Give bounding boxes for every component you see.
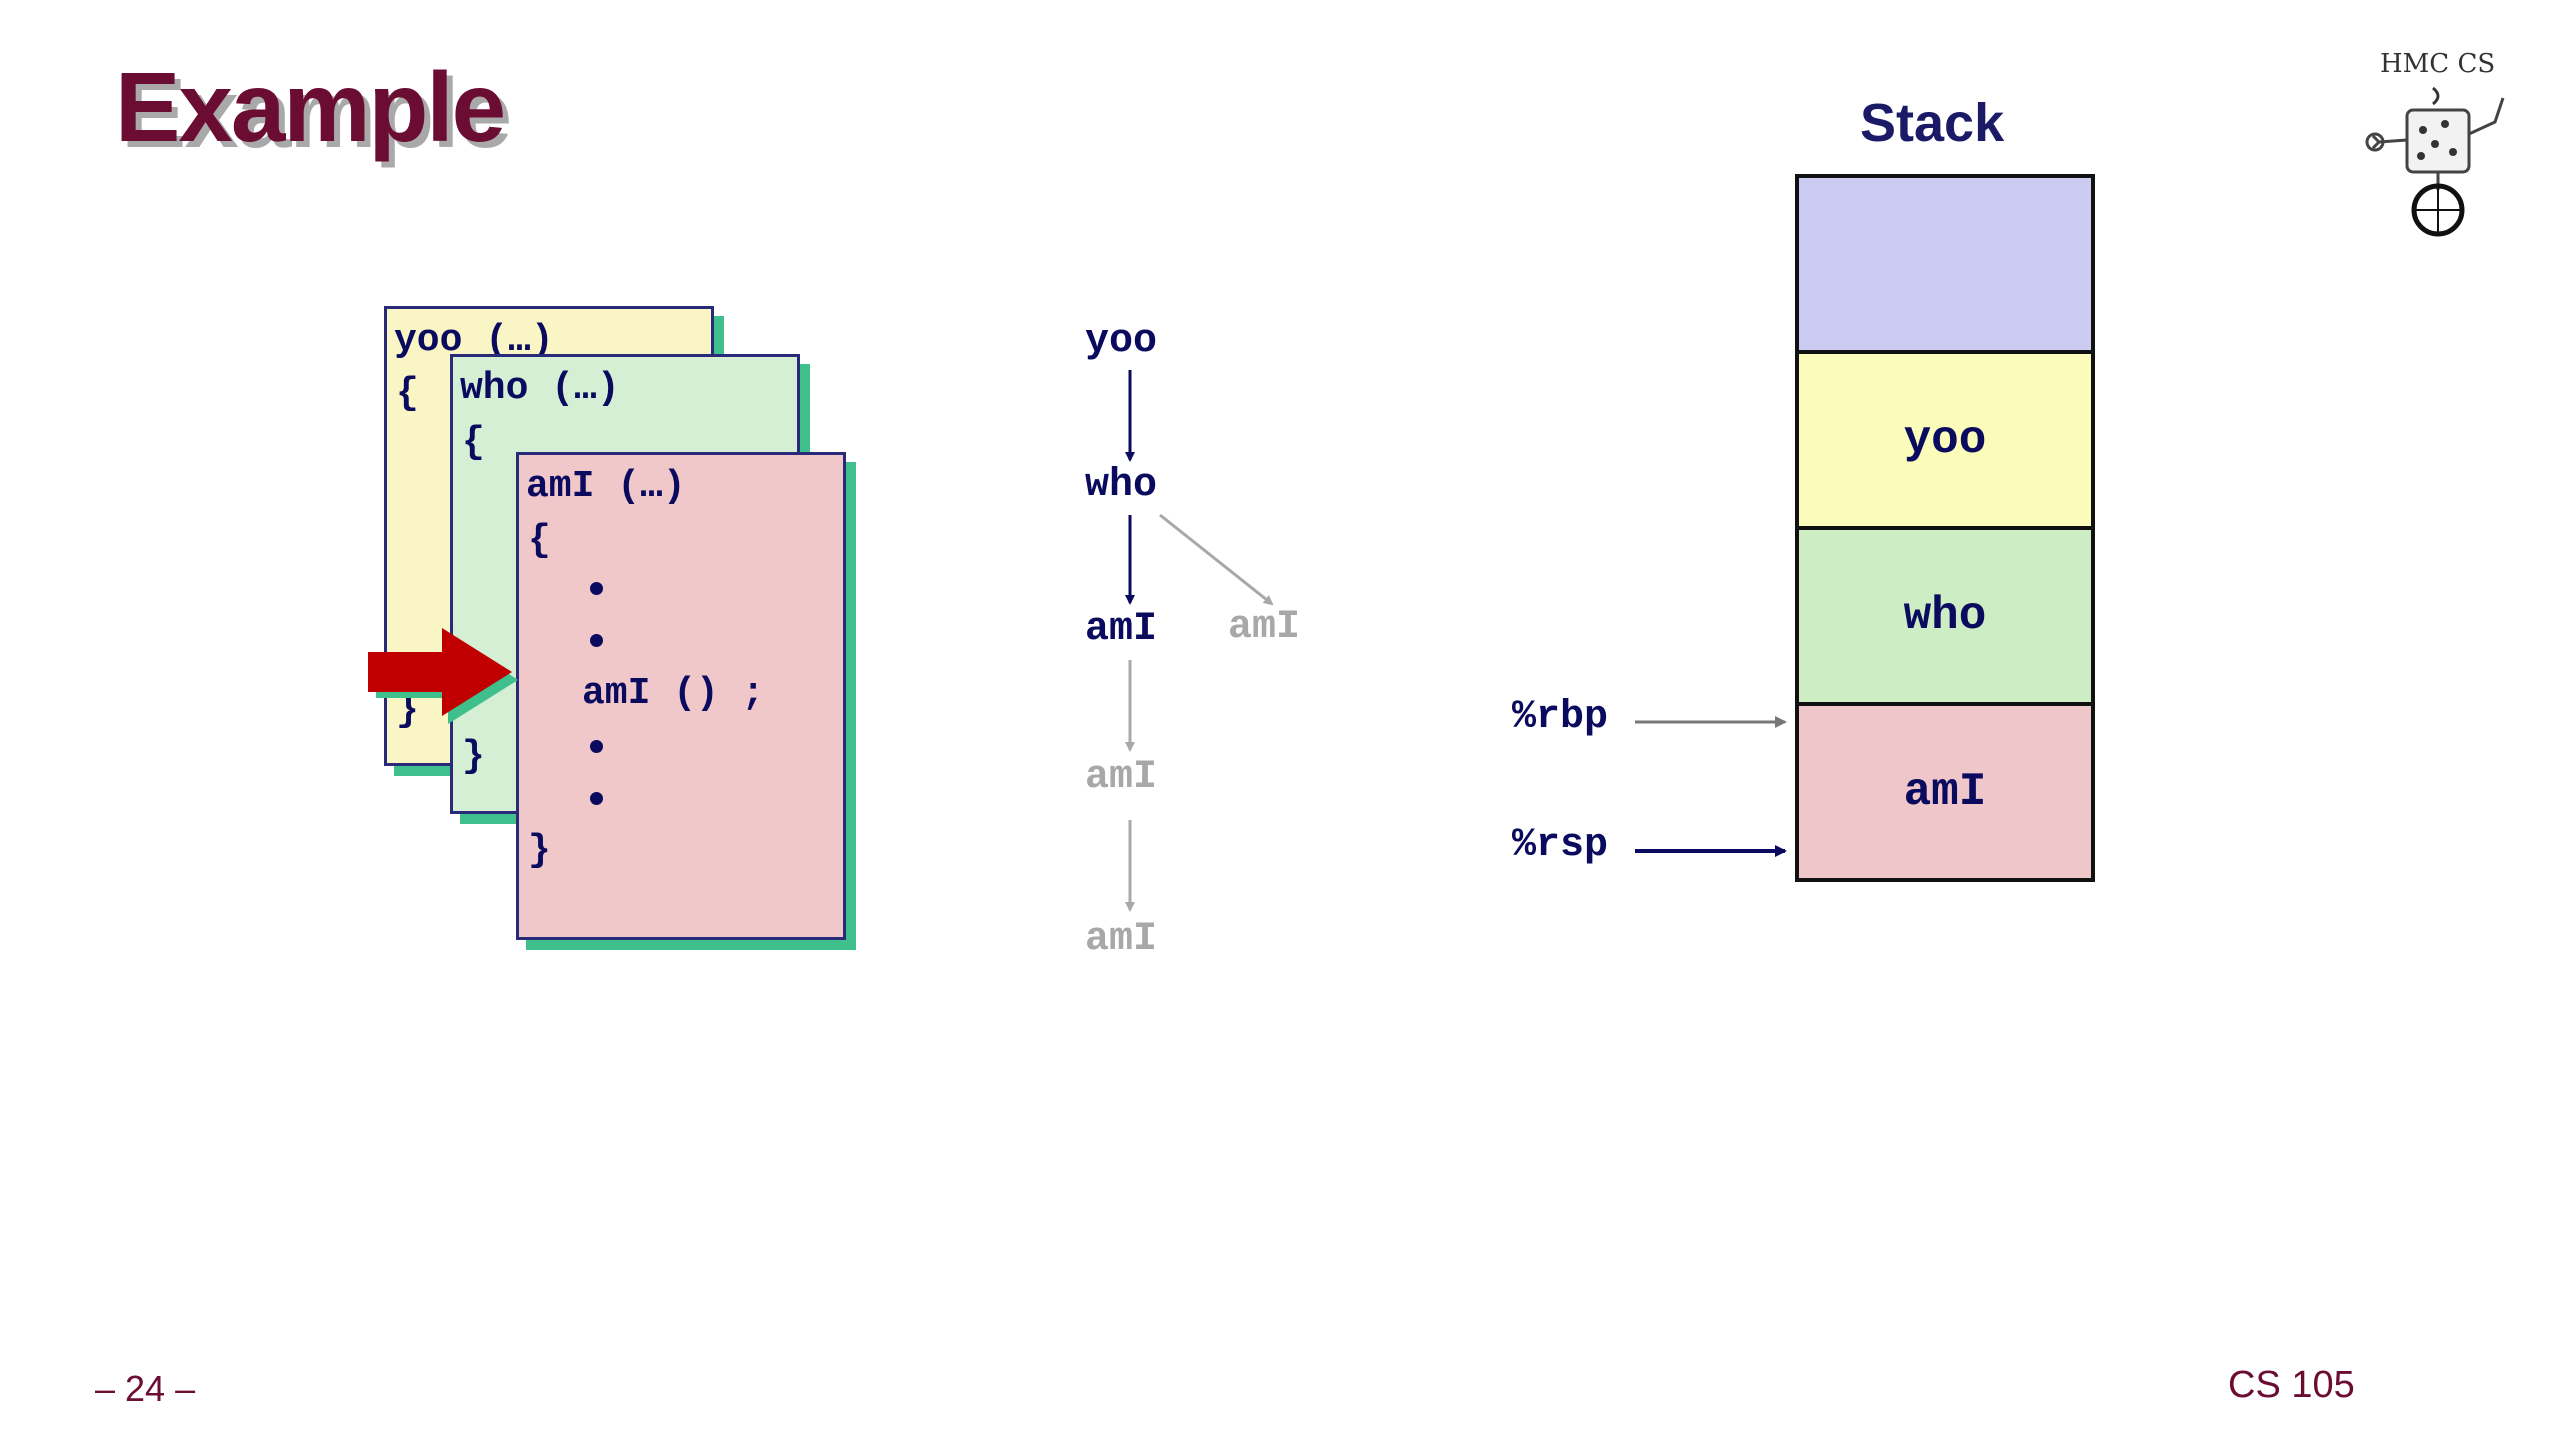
ami-recursive-call: amI () ; — [582, 672, 765, 715]
register-rbp: %rbp — [1512, 695, 1609, 740]
tree-node-who: who — [1085, 463, 1158, 508]
ellipsis-dot — [590, 582, 603, 595]
stack-frame-ami: amI — [1795, 702, 2095, 882]
stack-title: Stack — [1860, 93, 2005, 153]
ami-open-brace: { — [528, 519, 551, 562]
tree-node-ami-side: amI — [1228, 605, 1301, 650]
ellipsis-dot — [590, 740, 603, 753]
stack-frame-caller — [1795, 174, 2095, 354]
pointer-arrow-icon — [368, 628, 528, 724]
tree-node-ami-2: amI — [1085, 755, 1158, 800]
edge-who-ami-side — [1159, 513, 1274, 606]
logo-text: HMC CS — [2380, 49, 2495, 79]
stack-frame-who: who — [1795, 526, 2095, 706]
ami-code-card — [516, 452, 846, 940]
yoo-open-brace: { — [396, 372, 419, 415]
ami-close-brace: } — [528, 829, 551, 872]
hmc-cs-logo: HMC CS — [2355, 40, 2525, 240]
who-open-brace: { — [462, 421, 485, 464]
yoo-close-brace: } — [396, 689, 419, 732]
tree-node-ami: amI — [1085, 607, 1158, 652]
ami-signature: amI (…) — [526, 465, 686, 508]
yoo-signature: yoo (…) — [394, 319, 554, 362]
course-label: CS 105 — [2228, 1364, 2355, 1406]
tree-node-yoo: yoo — [1085, 319, 1158, 364]
ellipsis-dot — [590, 792, 603, 805]
who-signature: who (…) — [460, 367, 620, 410]
ellipsis-dot — [590, 634, 603, 647]
tree-node-ami-3: amI — [1085, 917, 1158, 962]
stack-frame-yoo: yoo — [1795, 350, 2095, 530]
register-rsp: %rsp — [1512, 823, 1609, 868]
who-close-brace: } — [462, 735, 485, 778]
page-number: – 24 – — [95, 1368, 196, 1409]
slide-title: Example — [115, 52, 506, 162]
